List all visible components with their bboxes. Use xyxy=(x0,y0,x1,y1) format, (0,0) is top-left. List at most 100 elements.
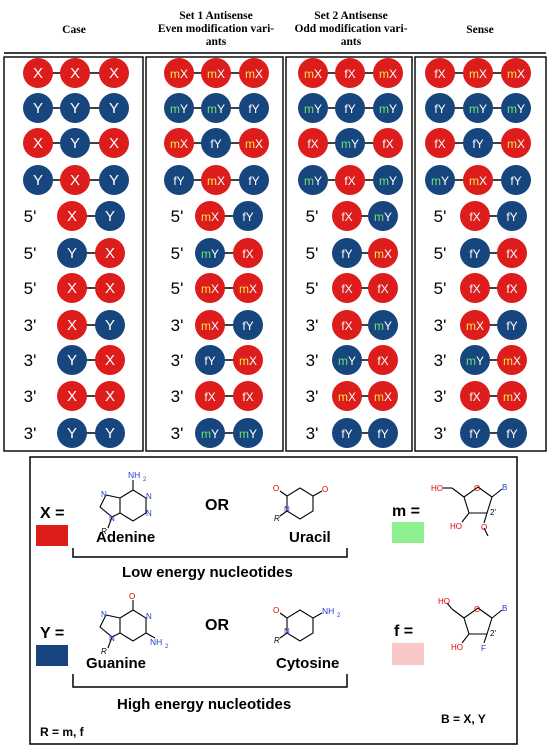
x-nucleotide-bead xyxy=(60,58,90,88)
strand-end-label: 3' xyxy=(434,387,447,406)
cytosine-o2-label: O xyxy=(273,606,279,615)
x-nucleotide-bead xyxy=(57,381,87,411)
guanine-name: Guanine xyxy=(86,655,146,672)
bead-label: fY xyxy=(469,427,480,441)
y-nucleotide-bead xyxy=(463,93,493,123)
guanine-six-ring xyxy=(119,609,147,642)
guanine-five-ring xyxy=(99,614,121,638)
bead-label: Y xyxy=(105,208,115,225)
strand-end-label: 3' xyxy=(306,316,319,335)
bead-label: fX xyxy=(242,390,253,404)
y-nucleotide-bead xyxy=(332,345,362,375)
panel-frame-case xyxy=(3,56,144,452)
x-nucleotide-bead xyxy=(239,58,269,88)
bead-label: fX xyxy=(344,174,355,188)
y-nucleotide-bead xyxy=(332,238,362,268)
bead-label: mX xyxy=(207,67,225,81)
y-nucleotide-bead xyxy=(463,128,493,158)
adenine-r-label: R xyxy=(101,527,107,536)
bead-label: fY xyxy=(506,427,517,441)
bead-label: fX xyxy=(204,390,215,404)
strand-end-label: 3' xyxy=(24,424,37,443)
strand-end-label: 3' xyxy=(24,351,37,370)
y-nucleotide-bead xyxy=(233,418,263,448)
x-nucleotide-bead xyxy=(460,310,490,340)
column-header-case: Case xyxy=(4,24,144,37)
bead-label: mX xyxy=(374,247,392,261)
bead-label: fY xyxy=(344,102,355,116)
fluoro-sugar-f-bond xyxy=(483,633,488,644)
methyl-sugar-c5-bond xyxy=(451,487,465,498)
bead-label: X xyxy=(105,388,115,405)
methyl-sugar-2o-label: O xyxy=(481,523,487,532)
header-line: ants xyxy=(340,36,362,48)
strand-end-label: 5' xyxy=(434,207,447,226)
f-pink-swatch xyxy=(392,643,424,665)
uracil-ring xyxy=(286,487,314,520)
strand-end-label: 5' xyxy=(306,279,319,298)
guanine-n9-label: N xyxy=(109,634,115,643)
adenine-structure xyxy=(99,480,147,529)
bead-label: mX xyxy=(245,137,263,151)
x-nucleotide-bead xyxy=(233,345,263,375)
methyl-sugar-ho-label: HO xyxy=(431,484,443,493)
bead-label: fY xyxy=(341,427,352,441)
y-nucleotide-bead xyxy=(60,128,90,158)
bead-label: mX xyxy=(170,67,188,81)
x-nucleotide-bead xyxy=(195,381,225,411)
guanine-n7-label: N xyxy=(101,610,107,619)
y-nucleotide-bead xyxy=(501,93,531,123)
x-nucleotide-bead xyxy=(23,128,53,158)
y-nucleotide-bead xyxy=(425,165,455,195)
y-nucleotide-bead xyxy=(373,165,403,195)
y-nucleotide-bead xyxy=(497,310,527,340)
x-nucleotide-bead xyxy=(335,165,365,195)
bead-label: fY xyxy=(472,137,483,151)
uracil-carbonyl-bond xyxy=(279,490,288,497)
or-label-high: OR xyxy=(205,617,229,634)
strand-end-label: 3' xyxy=(171,387,184,406)
bead-label: fY xyxy=(248,174,259,188)
fluoro-sugar-f-label: F xyxy=(481,644,486,653)
fluoro-sugar-2prime-label: 2' xyxy=(490,629,496,638)
x-nucleotide-bead xyxy=(425,58,455,88)
x-nucleotide-bead xyxy=(57,310,87,340)
header-line: Set 2 Antisense xyxy=(314,10,388,22)
y-nucleotide-bead xyxy=(23,165,53,195)
y-nucleotide-bead xyxy=(164,93,194,123)
bead-label: fX xyxy=(506,282,517,296)
y-nucleotide-bead xyxy=(57,238,87,268)
bead-label: mY xyxy=(207,102,225,116)
uracil-o2-label: O xyxy=(273,484,279,493)
x-nucleotide-bead xyxy=(233,238,263,268)
x-nucleotide-bead xyxy=(233,273,263,303)
x-nucleotide-bead xyxy=(501,128,531,158)
y-nucleotide-bead xyxy=(497,418,527,448)
uracil-o4-label: O xyxy=(322,485,328,494)
bead-label: X xyxy=(109,65,119,82)
bead-label: fY xyxy=(506,319,517,333)
x-nucleotide-bead xyxy=(368,345,398,375)
y-nucleotide-bead xyxy=(95,310,125,340)
guanine-n1-label: N xyxy=(146,612,152,621)
x-nucleotide-bead xyxy=(501,58,531,88)
bead-label: fX xyxy=(341,319,352,333)
fluoro-sugar-structure xyxy=(446,602,503,644)
adenine-n3-label: N xyxy=(146,509,152,518)
f-equals-label: f = xyxy=(394,623,413,640)
y-nucleotide-bead xyxy=(57,345,87,375)
adenine-nh2-subscript: 2 xyxy=(143,477,147,483)
bead-label: mY xyxy=(341,137,359,151)
strand-end-label: 5' xyxy=(24,279,37,298)
x-nucleotide-bead xyxy=(368,273,398,303)
y-nucleotide-bead xyxy=(57,418,87,448)
bead-label: fY xyxy=(510,174,521,188)
bead-label: X xyxy=(67,208,77,225)
x-nucleotide-bead xyxy=(497,273,527,303)
methyl-sugar-ring xyxy=(463,486,493,514)
header-line: ants xyxy=(205,36,227,48)
bead-label: Y xyxy=(105,425,115,442)
x-nucleotide-bead xyxy=(332,310,362,340)
uracil-name: Uracil xyxy=(289,529,331,546)
